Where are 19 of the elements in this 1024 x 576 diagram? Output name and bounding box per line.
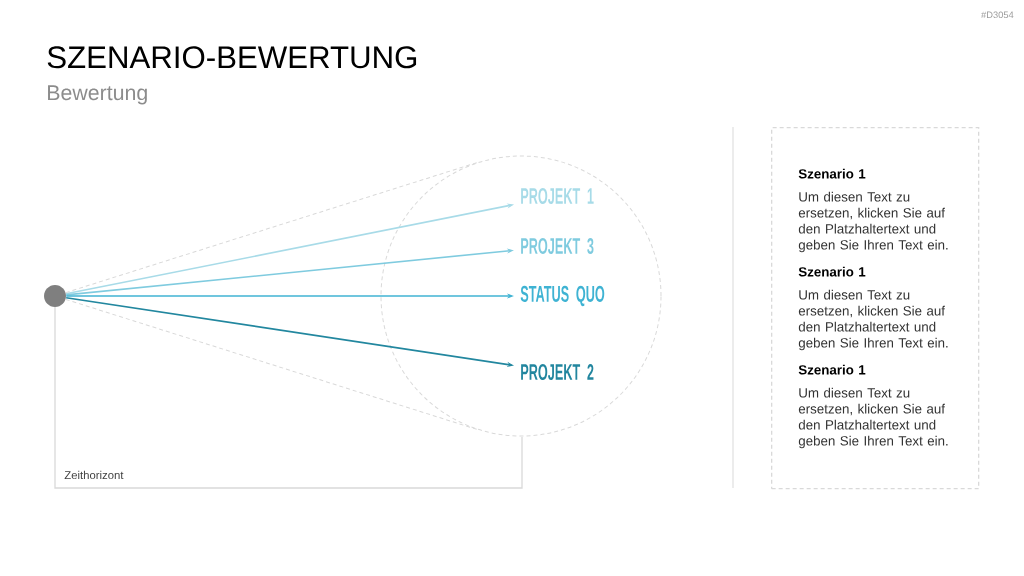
reference-code: #D3054 [981, 11, 1014, 19]
section-heading: Szenario 1 [798, 168, 866, 179]
dashed-line [65, 161, 480, 294]
dashed-line [65, 298, 480, 431]
option-label: PROJEKT 1 [521, 188, 594, 205]
axis-label: Zeithorizont [64, 470, 124, 480]
section-heading: Szenario 1 [798, 364, 866, 375]
dashed-circle [380, 155, 662, 437]
body-text: Um diesen Text zu ersetzen, klicken Sie auf den Platzhaltertext und geben Sie Ihren Text ein. [798, 289, 948, 351]
option-label: PROJEKT 3 [521, 237, 594, 255]
subtitle: Bewertung [48, 85, 147, 105]
title: SZENARIO-BEWERTUNG [47, 46, 417, 69]
option-label: STATUS QUO [520, 285, 605, 307]
text-panel [771, 127, 980, 490]
section-heading: Szenario 1 [798, 266, 866, 277]
option-label: PROJEKT 2 [521, 364, 594, 381]
origin-dot [44, 285, 66, 307]
body-text: Um diesen Text zu ersetzen, klicken Sie auf den Platzhaltertext und geben Sie Ihren Text ein. [798, 387, 948, 449]
body-text: Um diesen Text zu ersetzen, klicken Sie auf den Platzhaltertext und geben Sie Ihren Text ein. [798, 191, 948, 253]
